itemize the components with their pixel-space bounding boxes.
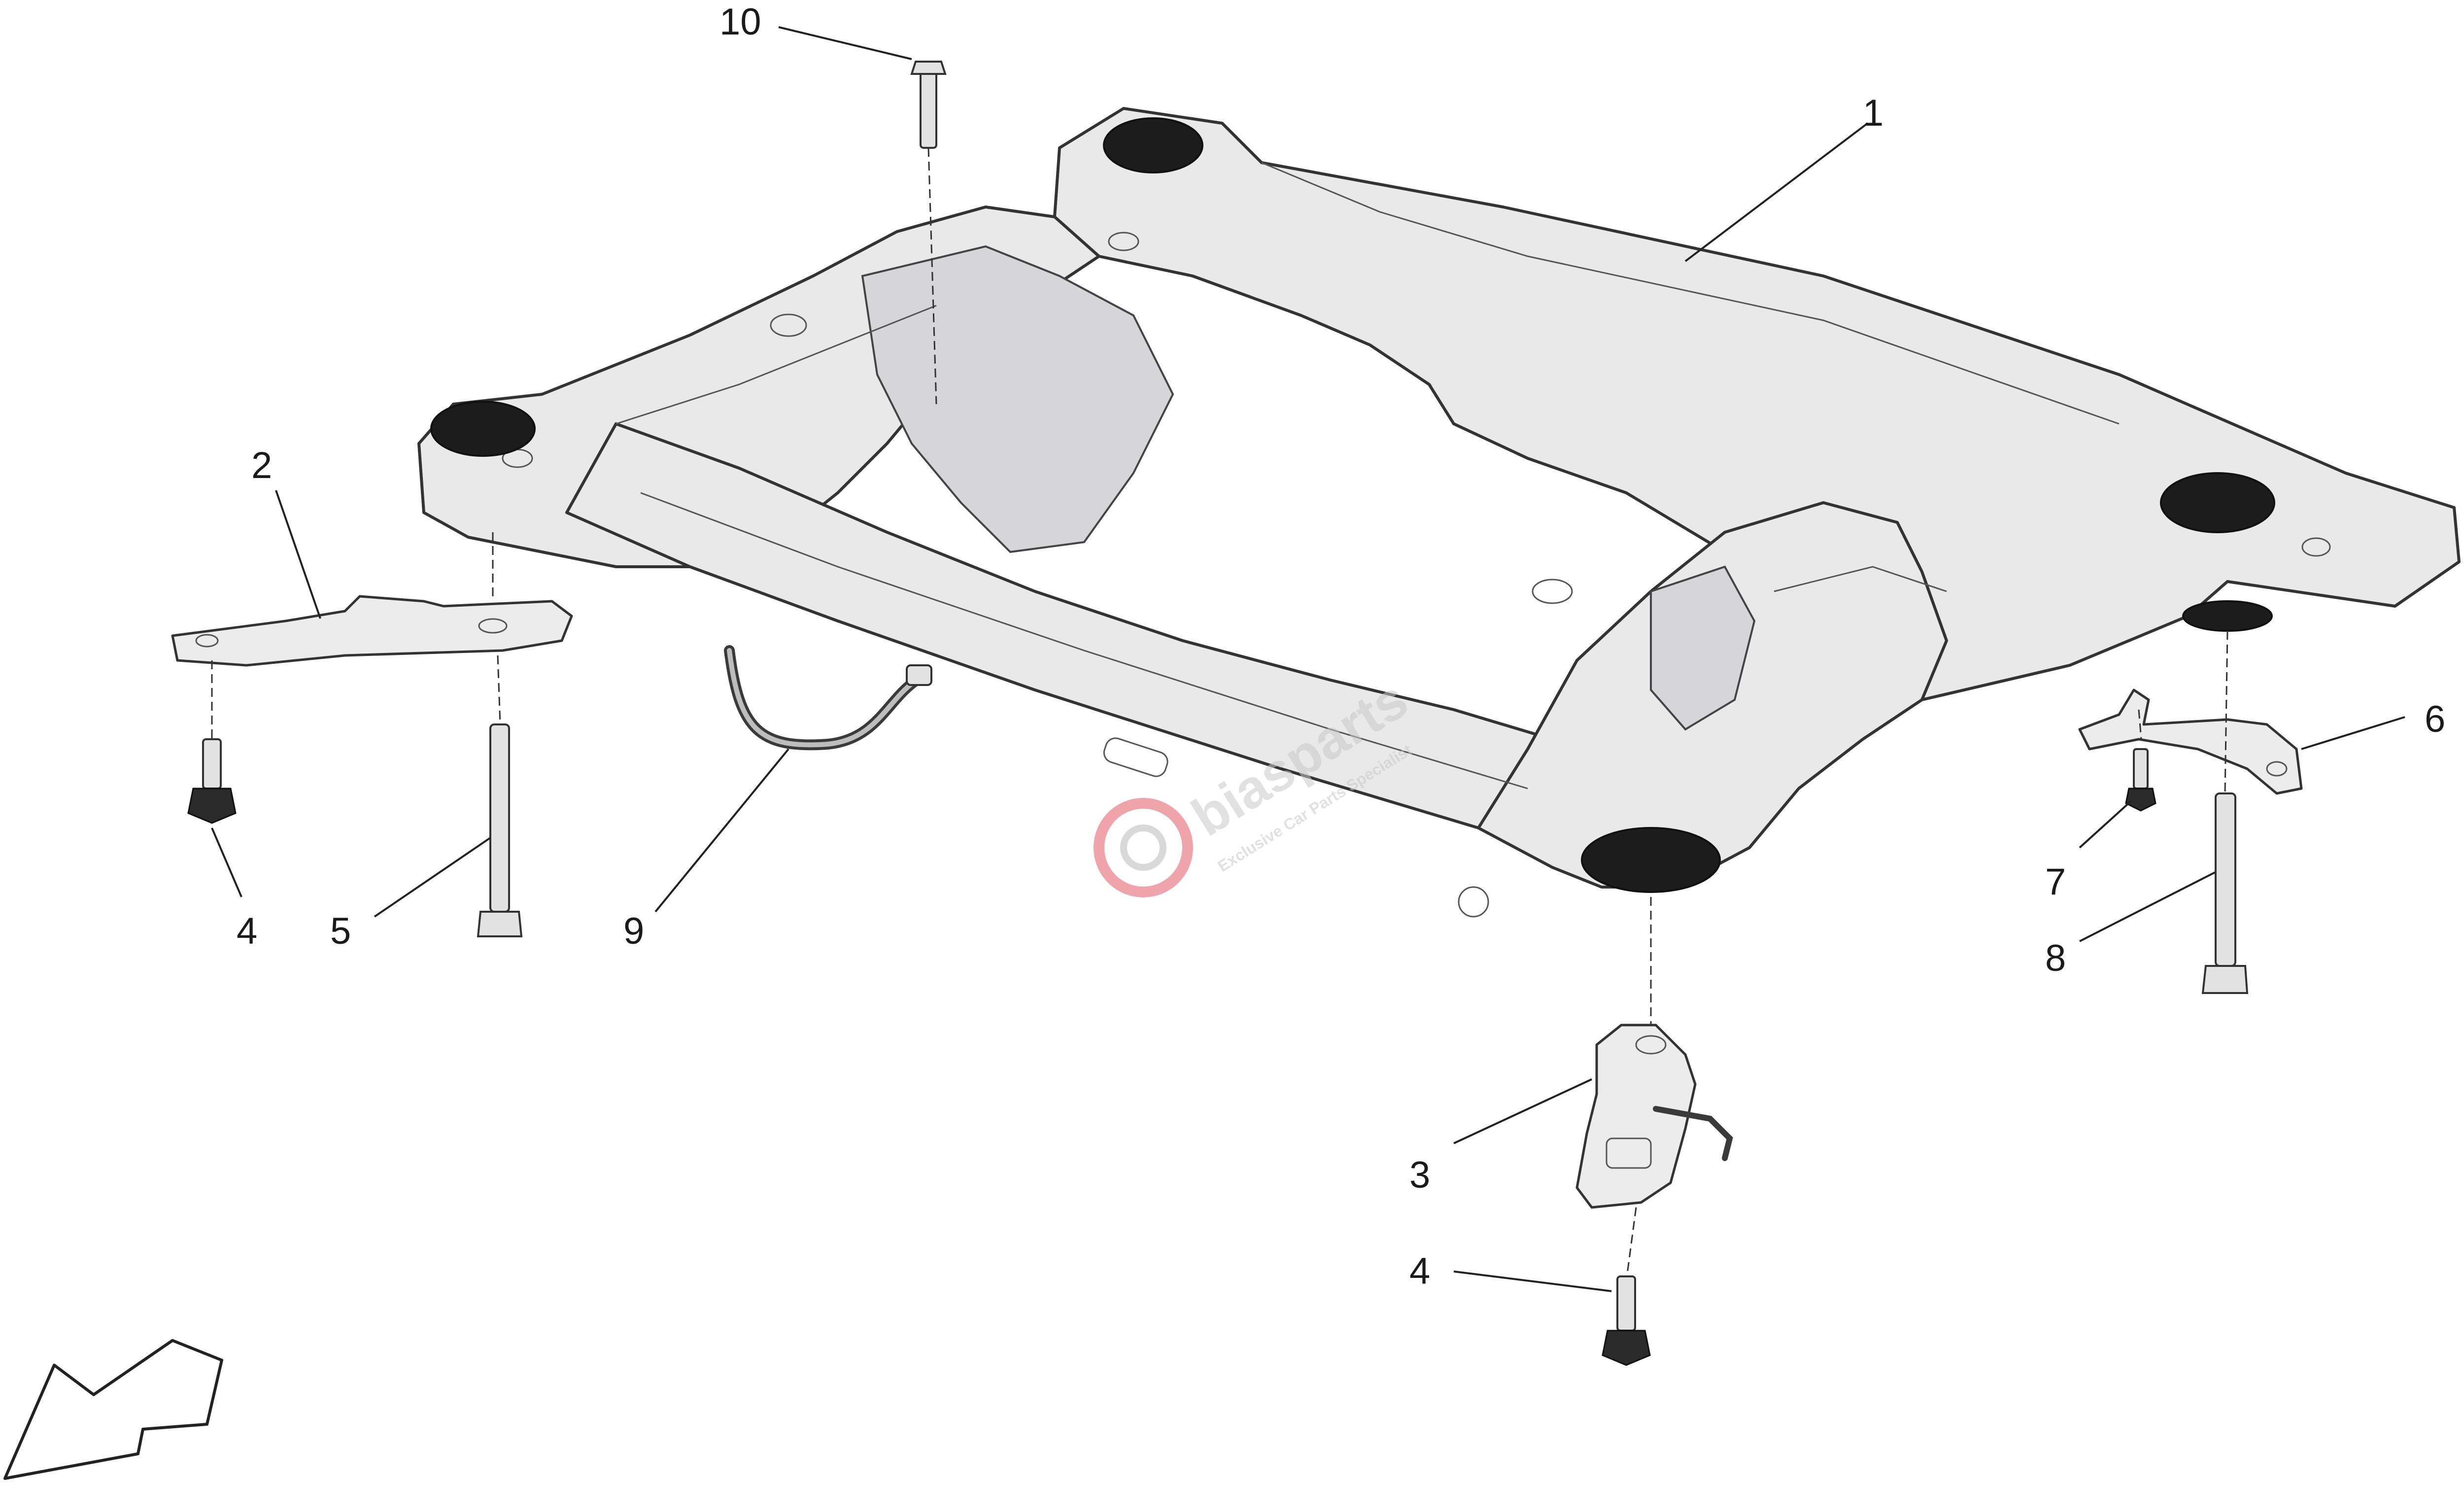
callout-2: 2	[251, 445, 272, 486]
gear-logo-icon	[1094, 798, 1193, 897]
callout-labels: 10 1 2 3 4 5 9 6 7 8 4	[237, 1, 2445, 1292]
bolt-part-5	[477, 532, 523, 937]
callout-10: 10	[719, 1, 761, 43]
bushing-mounts	[430, 117, 2275, 893]
leader-lines	[211, 26, 2405, 1292]
bushing-rear-left	[1103, 117, 1203, 173]
bolt-part-4-left	[187, 660, 237, 824]
callout-7: 7	[2045, 861, 2066, 903]
bracket-part-2	[171, 595, 573, 667]
bushing-right-lower	[2182, 600, 2273, 632]
callout-1: 1	[1863, 92, 1883, 134]
callout-5: 5	[330, 910, 351, 952]
direction-arrow-icon	[3, 1339, 223, 1480]
callout-6: 6	[2425, 698, 2445, 740]
bushing-left	[430, 401, 536, 457]
bolt-part-4-right	[1602, 897, 1652, 1366]
bolt-part-10	[910, 61, 947, 405]
callout-3: 3	[1409, 1154, 1430, 1196]
bushing-front-right	[1581, 827, 1721, 893]
bolt-part-7	[2125, 709, 2156, 812]
callout-4-right: 4	[1409, 1250, 1430, 1292]
bracket-part-3	[1575, 1024, 1733, 1209]
bolt-part-8	[2201, 630, 2249, 994]
subframe-part-1	[417, 107, 2461, 918]
callout-4-left: 4	[237, 910, 257, 952]
bracket-part-6	[2078, 688, 2303, 795]
callout-9: 9	[623, 910, 644, 952]
callout-8: 8	[2045, 937, 2066, 979]
ground-cable-part-9	[724, 645, 932, 751]
bushing-rear-right	[2160, 472, 2275, 533]
